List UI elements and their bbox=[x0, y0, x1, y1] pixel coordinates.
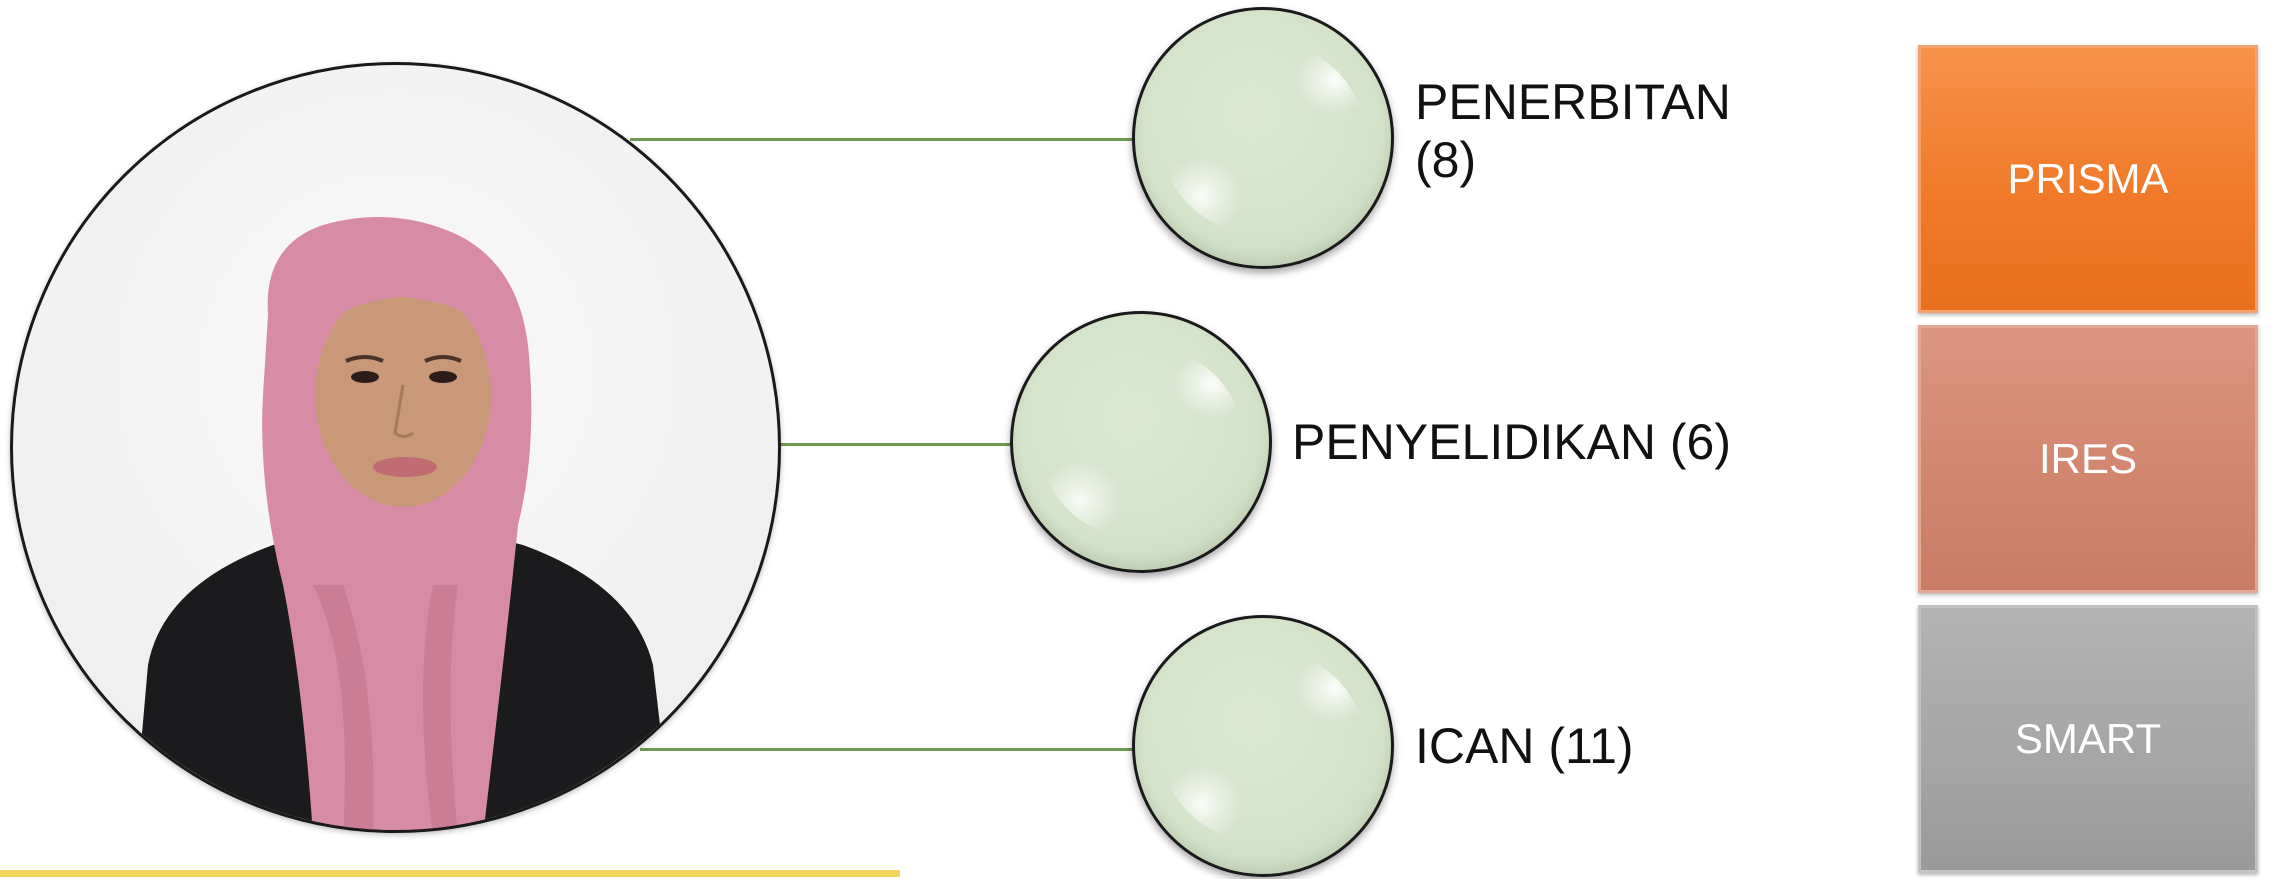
box-label-prisma: PRISMA bbox=[2007, 155, 2169, 202]
connector-bottom bbox=[640, 748, 1140, 751]
accent-underline bbox=[0, 870, 900, 877]
box-smart: SMART bbox=[1918, 605, 2258, 873]
connector-top bbox=[630, 138, 1140, 141]
box-label-ires: IRES bbox=[2038, 435, 2138, 482]
box-ires: IRES bbox=[1918, 325, 2258, 593]
connector-middle bbox=[780, 443, 1020, 446]
node-circle-ican bbox=[1132, 615, 1394, 877]
node-label-penerbitan: PENERBITAN (8) bbox=[1415, 74, 1731, 188]
box-label-smart: SMART bbox=[2014, 715, 2162, 762]
node-gloss bbox=[1160, 648, 1366, 844]
node-circle-penerbitan bbox=[1132, 7, 1394, 269]
node-label-penyelidikan: PENYELIDIKAN (6) bbox=[1292, 414, 1732, 470]
node-circle-penyelidikan bbox=[1010, 311, 1272, 573]
person-image bbox=[133, 217, 673, 830]
profile-photo bbox=[10, 62, 781, 833]
box-prisma: PRISMA bbox=[1918, 45, 2258, 313]
node-label-ican: ICAN (11) bbox=[1415, 718, 1634, 774]
node-gloss bbox=[1160, 40, 1366, 236]
node-gloss bbox=[1038, 344, 1244, 540]
